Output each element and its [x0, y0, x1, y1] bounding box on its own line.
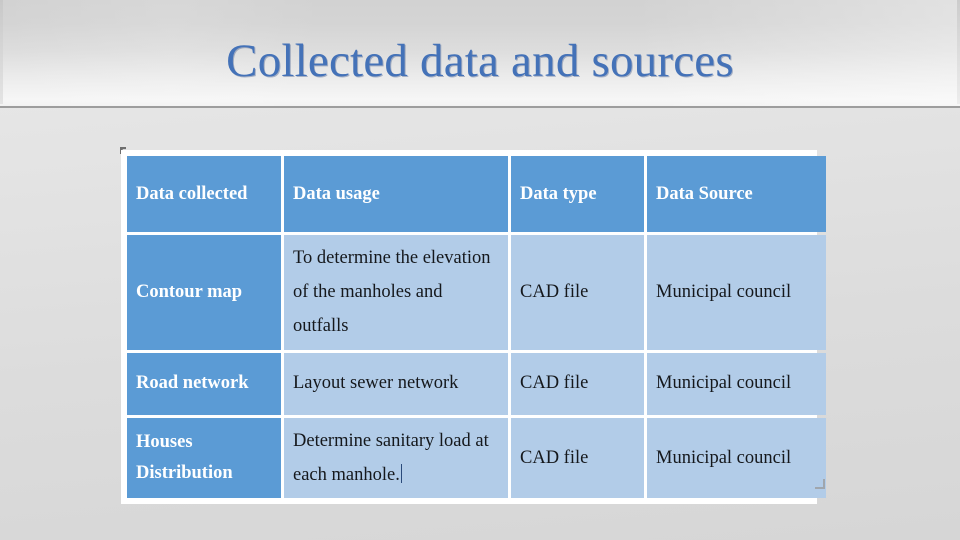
cell-data-collected[interactable]: Houses Distribution: [127, 417, 281, 499]
column-header-data-type[interactable]: Data type: [511, 156, 644, 232]
collected-data-table[interactable]: Data collected Data usage Data type Data…: [124, 153, 829, 501]
data-table-container[interactable]: Data collected Data usage Data type Data…: [121, 150, 826, 505]
cell-data-type[interactable]: CAD file: [511, 235, 644, 350]
cell-data-type[interactable]: CAD file: [511, 352, 644, 415]
table-body: Contour map To determine the elevation o…: [127, 235, 826, 499]
cell-data-collected[interactable]: Contour map: [127, 235, 281, 350]
cell-data-source[interactable]: Municipal council: [647, 352, 826, 415]
title-banner: Collected data and sources: [0, 0, 960, 108]
column-header-data-usage[interactable]: Data usage: [284, 156, 508, 232]
cell-data-usage[interactable]: Layout sewer network: [284, 352, 508, 415]
cell-data-usage[interactable]: Determine sanitary load at each manhole.: [284, 417, 508, 499]
column-header-data-source[interactable]: Data Source: [647, 156, 826, 232]
cell-data-collected[interactable]: Road network: [127, 352, 281, 415]
table-resize-handle[interactable]: [815, 479, 825, 489]
cell-data-source[interactable]: Municipal council: [647, 417, 826, 499]
page-title: Collected data and sources: [226, 35, 734, 87]
cell-data-usage-text: Determine sanitary load at each manhole.: [293, 430, 489, 485]
cell-data-type[interactable]: CAD file: [511, 417, 644, 499]
cell-data-collected-line1: Houses: [136, 432, 193, 453]
column-header-data-collected[interactable]: Data collected: [127, 156, 281, 232]
table-header: Data collected Data usage Data type Data…: [127, 156, 826, 232]
table-row[interactable]: Road network Layout sewer network CAD fi…: [127, 352, 826, 415]
cell-data-collected-line2: Distribution: [136, 462, 233, 483]
table-header-row: Data collected Data usage Data type Data…: [127, 156, 826, 232]
text-caret: [400, 463, 402, 483]
table-row[interactable]: Contour map To determine the elevation o…: [127, 235, 826, 350]
cell-data-source[interactable]: Municipal council: [647, 235, 826, 350]
table-row[interactable]: Houses Distribution Determine sanitary l…: [127, 417, 826, 499]
cell-data-usage[interactable]: To determine the elevation of the manhol…: [284, 235, 508, 350]
